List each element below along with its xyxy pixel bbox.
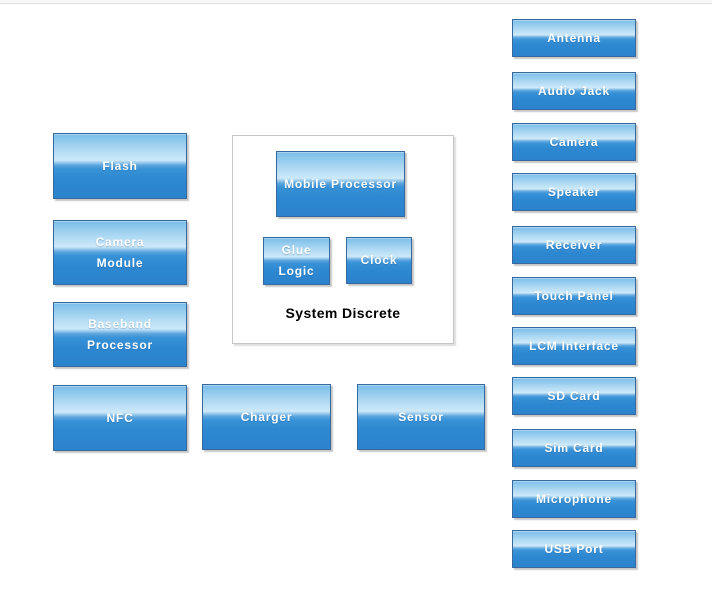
block-charger-label: Charger — [240, 409, 293, 424]
block-microphone[interactable]: Microphone — [512, 480, 636, 518]
block-mobile-processor-label: Mobile Processor — [284, 176, 397, 191]
block-audio-jack-label: Audio Jack — [537, 83, 611, 98]
block-glue-logic[interactable]: Glue Logic — [263, 237, 330, 285]
block-receiver-label: Receiver — [545, 237, 603, 252]
block-touch-panel-label: Touch Panel — [534, 288, 614, 303]
block-audio-jack[interactable]: Audio Jack — [512, 72, 636, 110]
block-usb-port[interactable]: USB Port — [512, 530, 636, 568]
block-nfc[interactable]: NFC — [53, 385, 187, 451]
block-sensor[interactable]: Sensor — [357, 384, 485, 450]
block-camera-module[interactable]: Camera Module — [53, 220, 187, 285]
block-receiver[interactable]: Receiver — [512, 226, 636, 264]
block-speaker[interactable]: Speaker — [512, 173, 636, 211]
block-camera[interactable]: Camera — [512, 123, 636, 161]
block-mobile-processor[interactable]: Mobile Processor — [276, 151, 405, 217]
block-sensor-label: Sensor — [398, 409, 444, 424]
block-antenna-label: Antenna — [547, 30, 601, 45]
block-touch-panel[interactable]: Touch Panel — [512, 277, 636, 315]
top-divider — [0, 0, 712, 4]
block-charger[interactable]: Charger — [202, 384, 331, 450]
block-lcm-interface-label: LCM Interface — [529, 338, 619, 353]
block-sim-card[interactable]: Sim Card — [512, 429, 636, 467]
block-speaker-label: Speaker — [547, 184, 601, 199]
block-flash[interactable]: Flash — [53, 133, 187, 199]
block-microphone-label: Microphone — [536, 491, 612, 506]
block-glue-logic-label: Glue Logic — [278, 243, 315, 278]
block-baseband-processor[interactable]: Baseband Processor — [53, 302, 187, 367]
block-camera-module-label: Camera Module — [95, 234, 145, 270]
block-clock[interactable]: Clock — [346, 237, 412, 284]
block-lcm-interface[interactable]: LCM Interface — [512, 327, 636, 365]
block-baseband-processor-label: Baseband Processor — [87, 316, 153, 352]
block-sd-card-label: SD Card — [547, 388, 601, 403]
block-usb-port-label: USB Port — [544, 541, 604, 556]
block-sd-card[interactable]: SD Card — [512, 377, 636, 415]
block-clock-label: Clock — [360, 253, 398, 267]
block-sim-card-label: Sim Card — [544, 440, 604, 455]
system-discrete-group: Mobile Processor Glue Logic Clock System… — [232, 135, 454, 344]
block-flash-label: Flash — [102, 158, 138, 173]
block-antenna[interactable]: Antenna — [512, 19, 636, 57]
system-discrete-label: System Discrete — [285, 305, 401, 321]
block-nfc-label: NFC — [106, 410, 134, 425]
block-camera-label: Camera — [549, 134, 599, 149]
